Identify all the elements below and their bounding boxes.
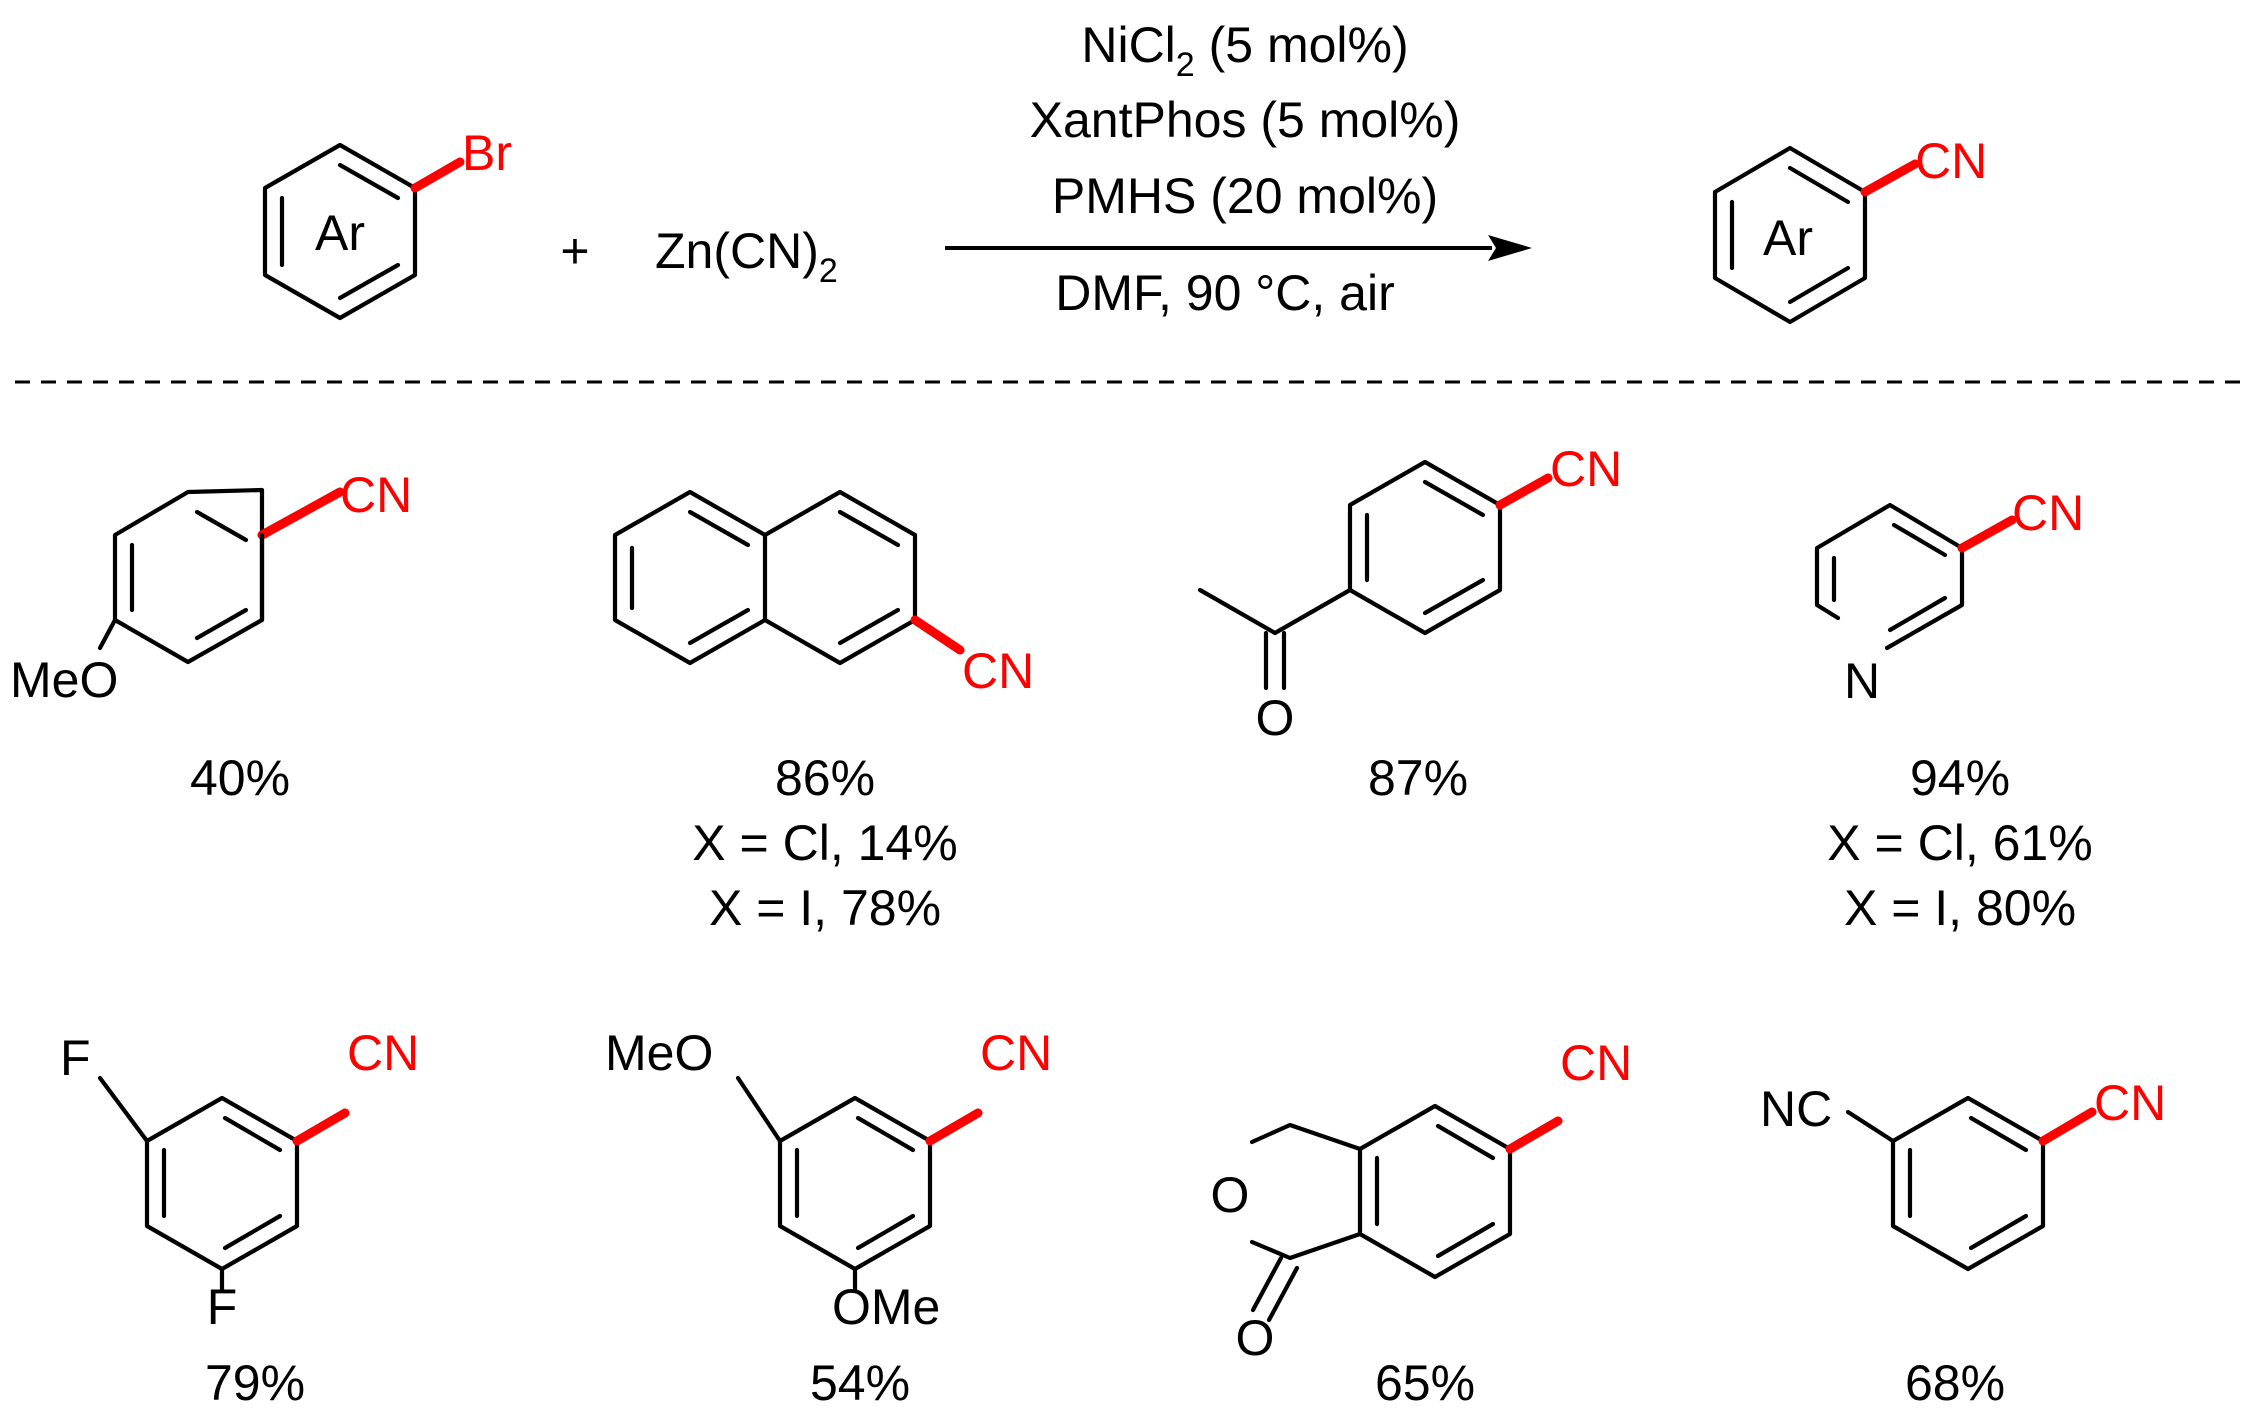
- product-cn-label: CN: [1915, 133, 1987, 189]
- condition-catalyst: NiCl2 (5 mol%): [1081, 17, 1408, 84]
- product-nicotinonitrile: N CN 94% X = Cl, 61% X = I, 80%: [1814, 485, 2093, 936]
- pyridine-n-label: N: [1844, 653, 1880, 709]
- zinc-cyanide: Zn(CN)2: [655, 223, 838, 290]
- methoxy-label-bottom: OMe: [832, 1279, 940, 1335]
- condition-ligand: XantPhos (5 mol%): [1030, 92, 1461, 148]
- product-2-naphthonitrile: CN 86% X = Cl, 14% X = I, 78%: [612, 489, 1034, 936]
- product-3-5-difluorobenzonitrile: F F CN 79%: [60, 1025, 419, 1411]
- cn-label: CN: [340, 467, 412, 523]
- cn-label: CN: [1550, 441, 1622, 497]
- catalyst-main: NiCl: [1081, 17, 1175, 73]
- aryl-bromide: Ar Br: [262, 125, 512, 321]
- yield-label-cl: X = Cl, 61%: [1827, 815, 2092, 871]
- nitrile-label-left: NC: [1760, 1081, 1832, 1137]
- product-4-methoxybenzonitrile: MeO CN 40%: [10, 467, 412, 806]
- cn-label: CN: [2012, 485, 2084, 541]
- yield-label: 94%: [1910, 750, 2010, 806]
- product-3-5-dimethoxybenzonitrile: MeO OMe CN 54%: [605, 1025, 1052, 1411]
- yield-label-cl: X = Cl, 14%: [692, 815, 957, 871]
- fluoro-label-bottom: F: [207, 1279, 238, 1335]
- condition-solvent-temp: DMF, 90 °C, air: [1055, 265, 1395, 321]
- ring-o-label: O: [1211, 1167, 1250, 1223]
- product-phthalide-carbonitrile: O O CN 65%: [1211, 1035, 1633, 1411]
- cn-label: CN: [347, 1025, 419, 1081]
- catalyst-sub: 2: [1176, 46, 1195, 84]
- br-label: Br: [462, 125, 512, 181]
- fluoro-label-top: F: [60, 1030, 91, 1086]
- aryl-nitrile-product: Ar CN: [1712, 133, 1987, 325]
- zinc-cyanide-main: Zn(CN): [655, 223, 819, 279]
- yield-label: 65%: [1375, 1355, 1475, 1411]
- product-4-acetylbenzonitrile: O CN 87%: [1197, 441, 1622, 806]
- ar-label: Ar: [315, 205, 365, 261]
- reaction-conditions: NiCl2 (5 mol%) XantPhos (5 mol%) PMHS (2…: [945, 17, 1532, 321]
- carbonyl-o-label: O: [1236, 1310, 1275, 1366]
- yield-label: 87%: [1368, 750, 1468, 806]
- catalyst-rest: (5 mol%): [1195, 17, 1409, 73]
- yield-label: 40%: [190, 750, 290, 806]
- cn-label: CN: [962, 643, 1034, 699]
- condition-additive: PMHS (20 mol%): [1052, 168, 1438, 224]
- plus-sign: +: [560, 223, 589, 279]
- yield-label: 54%: [810, 1355, 910, 1411]
- cn-label: CN: [2094, 1075, 2166, 1131]
- carbonyl-o-label: O: [1256, 690, 1295, 746]
- methoxy-label-top: MeO: [605, 1025, 713, 1081]
- yield-label: 68%: [1905, 1355, 2005, 1411]
- zinc-cyanide-sub: 2: [819, 252, 838, 290]
- cn-label: CN: [980, 1025, 1052, 1081]
- yield-label-i: X = I, 78%: [709, 880, 941, 936]
- product-isophthalonitrile: NC CN 68%: [1760, 1075, 2166, 1411]
- methoxy-label: MeO: [10, 652, 118, 708]
- product-ar-label: Ar: [1763, 210, 1813, 266]
- yield-label: 86%: [775, 750, 875, 806]
- cn-label: CN: [1560, 1035, 1632, 1091]
- reaction-arrow-head: [1488, 235, 1532, 261]
- yield-label-i: X = I, 80%: [1844, 880, 2076, 936]
- yield-label: 79%: [205, 1355, 305, 1411]
